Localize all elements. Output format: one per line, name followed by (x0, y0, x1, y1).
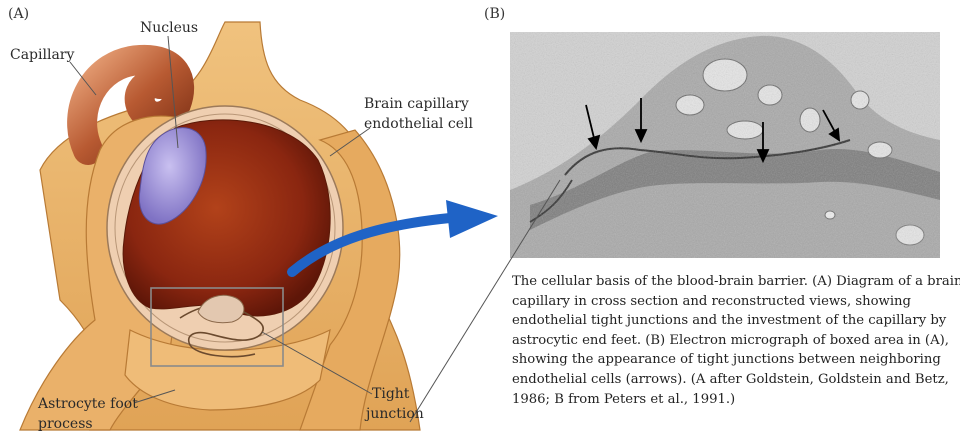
electron-micrograph (510, 32, 940, 258)
astrocyte-foot-bottom (124, 328, 331, 411)
label-astrocyte-line2: process (38, 416, 93, 432)
label-astrocyte-line1: Astrocyte foot (38, 396, 138, 412)
panel-a-letter: (A) (8, 6, 30, 22)
label-tight-line2: junction (366, 406, 424, 422)
label-tight-line1: Tight (372, 386, 410, 402)
caption-line: The cellular basis of the blood-brain ba… (512, 274, 960, 289)
caption-line: endothelial tight junctions and the inve… (512, 313, 947, 329)
leader-lines (69, 35, 561, 423)
label-endothelial-line1: Brain capillary (364, 96, 469, 112)
caption-line: astrocytic end feet. (B) Electron microg… (512, 332, 949, 348)
label-nucleus: Nucleus (140, 20, 199, 36)
panel-b-letter: (B) (484, 6, 506, 22)
arrow-to-micrograph (287, 200, 498, 277)
basement-membrane (114, 113, 336, 343)
capillary-tube (67, 44, 195, 165)
caption-line: 1986; B from Peters et al., 1991.) (512, 391, 736, 407)
capillary-diagram (19, 21, 421, 431)
caption-line: capillary in cross section and reconstru… (512, 293, 911, 309)
nucleus (138, 127, 207, 225)
boxed-area (150, 287, 284, 367)
caption-line: endothelial cells (arrows). (A after Gol… (512, 371, 949, 387)
junction-arrows (585, 98, 841, 164)
astrocyte-foot-right (299, 129, 401, 431)
label-endothelial-line2: endothelial cell (364, 116, 473, 132)
caption-line: showing the appearance of tight junction… (512, 352, 941, 368)
label-capillary: Capillary (10, 47, 75, 63)
junction-bulge (197, 294, 245, 324)
figure-caption: The cellular basis of the blood-brain ba… (512, 272, 960, 409)
